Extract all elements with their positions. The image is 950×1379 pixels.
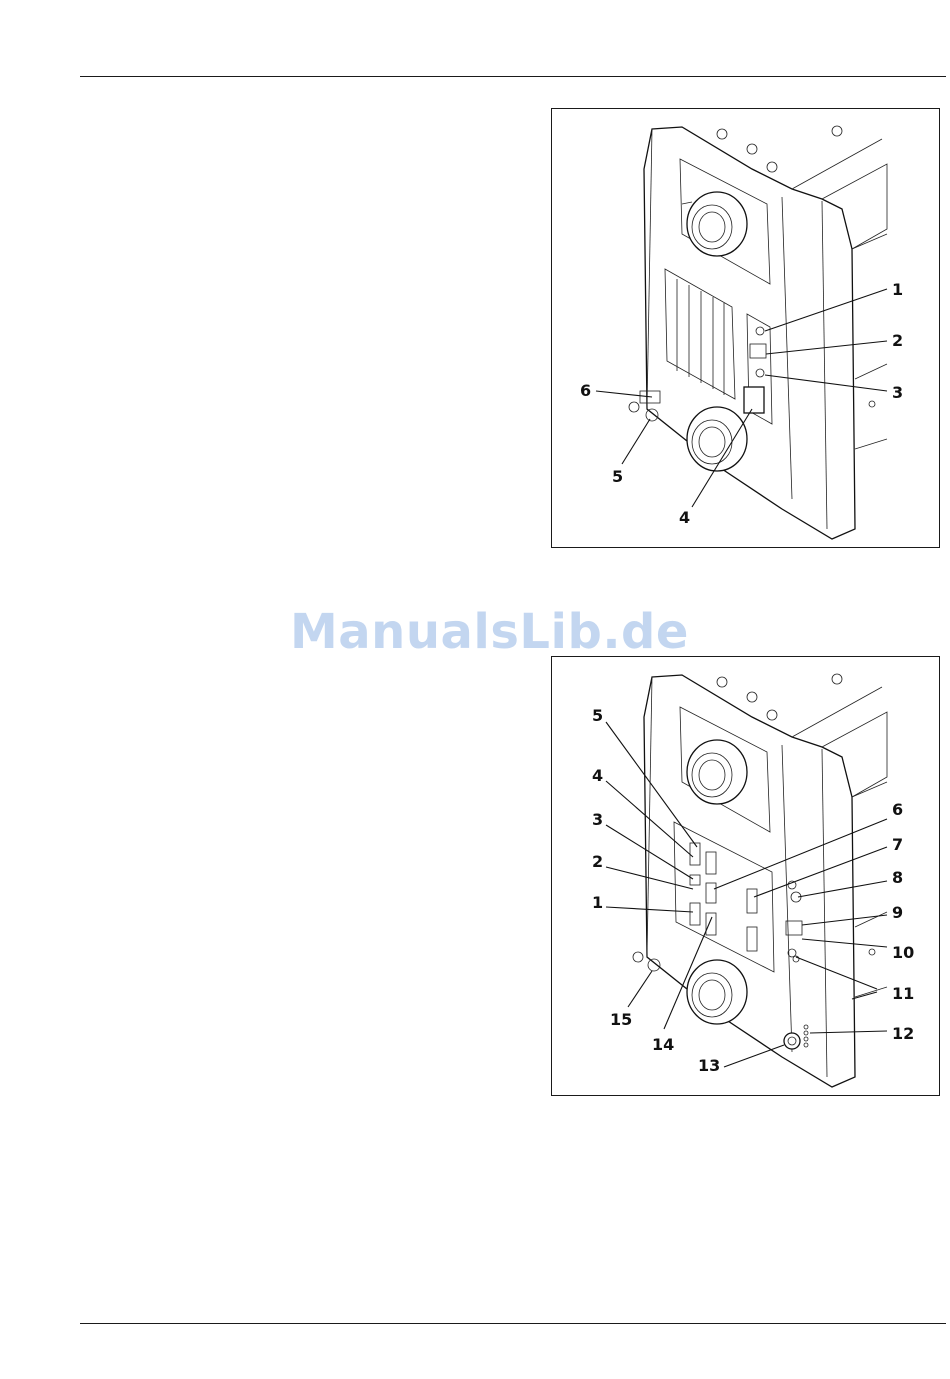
callout-label: 11 [892, 984, 914, 1003]
callout-label: 13 [698, 1056, 720, 1075]
callout-label: 8 [892, 868, 903, 887]
callout-label: 10 [892, 943, 914, 962]
callout-label: 1 [592, 893, 603, 912]
footer-rule [80, 1323, 946, 1324]
callout-label: 3 [592, 810, 603, 829]
callout-label: 14 [652, 1035, 674, 1054]
callout-label: 2 [592, 852, 603, 871]
callout-label: 7 [892, 835, 903, 854]
figure-rear-view-1: 1 2 3 4 5 6 [551, 108, 940, 548]
callout-label: 5 [592, 706, 603, 725]
callout-label: 9 [892, 903, 903, 922]
callout-label: 2 [892, 331, 903, 350]
callout-label: 4 [592, 766, 603, 785]
figure-rear-view-2: 1 2 3 4 5 6 7 8 9 10 11 12 13 14 15 [551, 656, 940, 1096]
device-rear-drawing-2: 1 2 3 4 5 6 7 8 9 10 11 12 13 14 15 [552, 657, 940, 1096]
callout-label: 3 [892, 383, 903, 402]
header-rule [80, 76, 946, 77]
callout-label: 1 [892, 280, 903, 299]
callout-label: 5 [612, 467, 623, 486]
callout-label: 4 [679, 508, 690, 527]
callout-label: 6 [892, 800, 903, 819]
callout-label: 6 [580, 381, 591, 400]
callout-label: 15 [610, 1010, 632, 1029]
device-rear-drawing-1: 1 2 3 4 5 6 [552, 109, 940, 548]
watermark: ManualsLib.de [290, 604, 689, 660]
callout-label: 12 [892, 1024, 914, 1043]
